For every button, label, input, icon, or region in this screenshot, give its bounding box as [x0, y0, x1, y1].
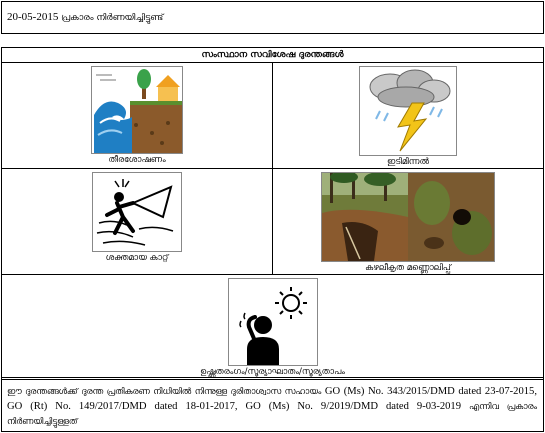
- disaster-label-heat-wave: ഉഷ്ണതരംഗം/സൂര്യാഘാതം/സൂര്യതാപം: [200, 367, 345, 377]
- disaster-cell-coastal-erosion: തീരശോഷണം: [1, 62, 273, 169]
- top-date: 20-05-2015: [7, 11, 59, 23]
- disaster-cell-lightning: ഇടിമിന്നൽ: [272, 62, 544, 169]
- footer-tail: എന്നിവ പ്രകാരം നിർണയിച്ചിട്ടുള്ളത്: [7, 401, 537, 426]
- footer-note: ഈ ദുരന്തങ്ങൾക്ക് ദുരന്ത പ്രതികരണ നിധിയിൽ…: [7, 384, 537, 429]
- footer-note-box: ഈ ദുരന്തങ്ങൾക്ക് ദുരന്ത പ്രതികരണ നിധിയിൽ…: [1, 377, 544, 432]
- disaster-label-coastal-erosion: തീരശോഷണം: [108, 155, 166, 165]
- disaster-cell-soil-piping: കഴലീകൃത മണ്ണൊലിപ്പ്: [272, 168, 544, 275]
- top-note: 20-05-2015 പ്രകാരം നിർണയിച്ചിട്ടുണ്ട്: [7, 11, 163, 23]
- strong-wind-icon: [92, 172, 182, 252]
- heat-wave-icon: [227, 278, 318, 366]
- top-note-text: പ്രകാരം നിർണയിച്ചിട്ടുണ്ട്: [61, 13, 164, 23]
- coastal-erosion-icon: [91, 66, 183, 154]
- top-note-box: 20-05-2015 പ്രകാരം നിർണയിച്ചിട്ടുണ്ട്: [1, 1, 544, 34]
- soil-piping-photo: [321, 172, 495, 262]
- footer-lead: ഈ ദുരന്തങ്ങൾക്ക് ദുരന്ത പ്രതികരണ നിധിയിൽ…: [7, 386, 322, 396]
- lightning-icon: [359, 66, 457, 156]
- disaster-label-strong-wind: ശക്തമായ കാറ്റ്: [105, 253, 169, 263]
- disaster-label-soil-piping: കഴലീകൃത മണ്ണൊലിപ്പ്: [365, 263, 451, 273]
- table-header: സംസ്ഥാന സവിശേഷ ദുരന്തങ്ങൾ: [1, 47, 544, 63]
- disaster-cell-strong-wind: ശക്തമായ കാറ്റ്: [1, 168, 273, 275]
- disaster-cell-heat-wave: ഉഷ്ണതരംഗം/സൂര്യാഘാതം/സൂര്യതാപം: [1, 274, 544, 380]
- footer-orders: GO (Ms) No. 343/2015/DMD dated 23-07-201…: [7, 386, 537, 412]
- disaster-table: സംസ്ഥാന സവിശേഷ ദുരന്തങ്ങൾ: [1, 47, 544, 380]
- disaster-label-lightning: ഇടിമിന്നൽ: [387, 157, 429, 167]
